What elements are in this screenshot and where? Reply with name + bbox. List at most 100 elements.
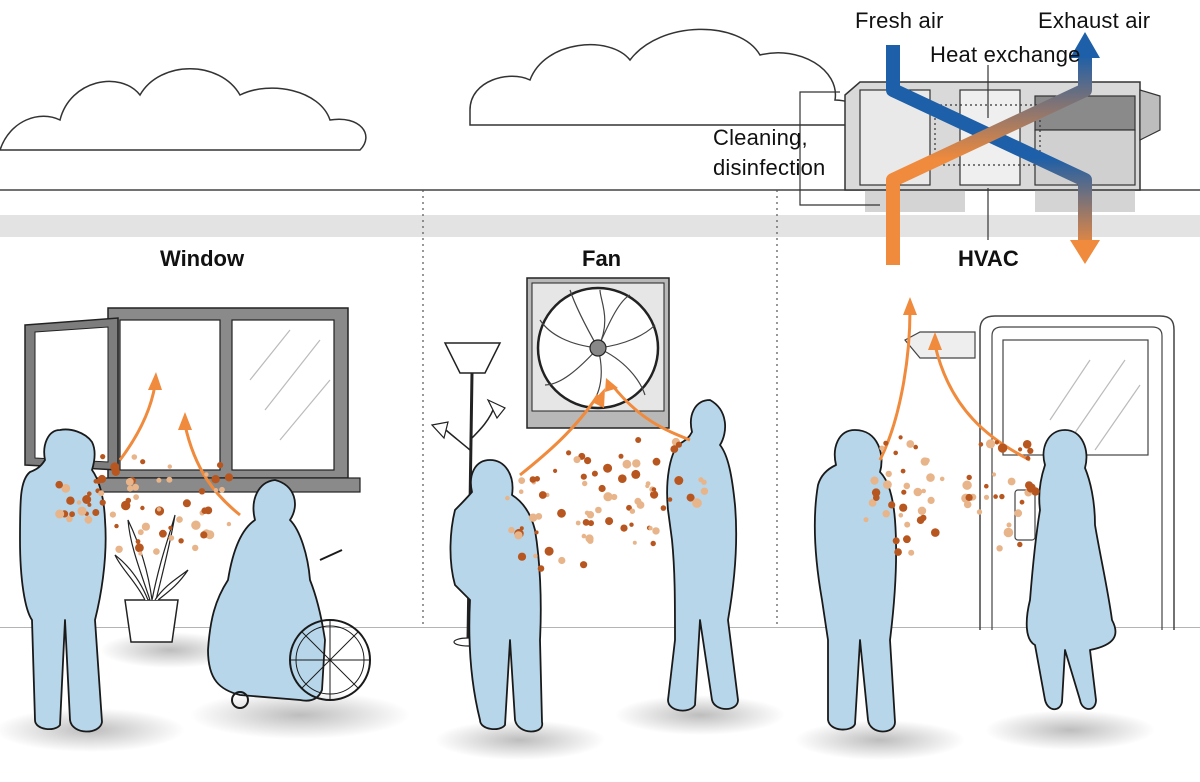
plant-illustration (114, 514, 189, 643)
particle-dot (916, 516, 925, 524)
particle-dot (899, 503, 908, 512)
particle-dot (537, 565, 545, 572)
wheelchair-illustration (231, 549, 371, 709)
particle-dot (873, 494, 880, 502)
particle-dot (156, 507, 162, 512)
particle-dot (632, 540, 637, 545)
particle-dot (519, 526, 524, 531)
particle-dot (167, 464, 172, 469)
particle-dot (927, 496, 935, 504)
particle-dot (618, 474, 627, 484)
particle-dot (1027, 447, 1034, 454)
particle-dot (217, 462, 224, 469)
particle-dot (622, 459, 632, 469)
particle-dot (636, 501, 645, 509)
particle-dot (632, 459, 641, 468)
particle-dot (582, 480, 588, 487)
window-illustration (24, 307, 361, 493)
particle-dot (1003, 527, 1014, 538)
particle-dot (1026, 483, 1036, 493)
particle-dot (1025, 455, 1031, 461)
particle-dot (976, 509, 983, 515)
cloud-right (469, 28, 862, 126)
particle-dot (132, 483, 140, 491)
particle-dot (994, 440, 1000, 445)
particle-dot (870, 476, 879, 485)
particle-dot (192, 544, 199, 552)
arrow-heads (148, 297, 942, 430)
particle-dot (885, 470, 892, 478)
particle-dot (921, 488, 926, 494)
particle-dot (894, 548, 902, 556)
shadow (985, 710, 1155, 750)
particle-dot (871, 488, 881, 497)
label-heat-exchange: Heat exchange (930, 42, 1081, 67)
particle-dot (650, 490, 659, 499)
particle-dot (888, 501, 896, 509)
person-standing-man (19, 428, 107, 733)
particle-dot (534, 530, 539, 535)
particle-dot (553, 468, 558, 473)
particle-dot (138, 551, 143, 556)
particle-dot (901, 489, 907, 495)
panel-title-fan: Fan (582, 246, 622, 271)
particle-dot (76, 500, 82, 505)
particle-dot (140, 505, 145, 511)
particle-dot (906, 440, 915, 448)
particle-dot (675, 441, 683, 448)
particle-dot (999, 493, 1005, 500)
particle-dot (533, 553, 538, 559)
particle-dot (137, 529, 144, 536)
particle-dot (652, 457, 661, 466)
particle-dot (978, 442, 984, 447)
particle-dot (69, 511, 75, 518)
particle-dot (650, 540, 656, 547)
particle-dot (166, 476, 173, 483)
arrow-head-icon (903, 297, 917, 315)
particle-dot (898, 435, 903, 440)
particle-dot (566, 450, 572, 456)
particle-dot (1006, 522, 1012, 528)
particle-dot (904, 521, 911, 528)
ceiling-band (0, 215, 1200, 237)
particle-dot (140, 459, 146, 465)
shadow (190, 691, 410, 739)
particle-dot (92, 509, 100, 516)
particle-dot (114, 523, 119, 529)
panel-title-window: Window (160, 246, 245, 271)
particle-dot (66, 515, 73, 523)
particle-dot (538, 491, 547, 499)
particle-dot (674, 476, 684, 485)
heat-exchange-box (934, 104, 1041, 166)
particle-dot (111, 467, 120, 476)
particle-dot (585, 534, 594, 543)
arrow-head-icon (148, 372, 162, 390)
particle-dot (1018, 447, 1023, 452)
arrow-head-icon (1070, 240, 1100, 264)
particle-dot (584, 510, 590, 516)
particle-dot (575, 520, 581, 526)
particle-dot (920, 457, 929, 466)
particle-dot (603, 463, 613, 473)
particle-dot (660, 505, 667, 511)
particle-dot (966, 474, 972, 481)
particle-dot (892, 537, 900, 545)
particle-dot (962, 480, 972, 490)
particle-dot (670, 445, 679, 453)
particle-dot (591, 470, 598, 477)
label-cleaning: Cleaning, (713, 125, 808, 150)
particle-dot (135, 543, 144, 553)
shadow (435, 720, 605, 760)
particle-dot (191, 520, 201, 530)
particle-dot (168, 525, 173, 531)
particle-dot (883, 440, 889, 446)
particle-dot (508, 526, 515, 534)
particle-dot (1022, 440, 1032, 449)
particle-dot (620, 524, 628, 532)
particle-dot (200, 531, 208, 539)
particle-dot (198, 488, 206, 495)
particle-dot (692, 498, 702, 508)
panel-title-hvac: HVAC (958, 246, 1019, 271)
particle-dot (582, 519, 590, 526)
